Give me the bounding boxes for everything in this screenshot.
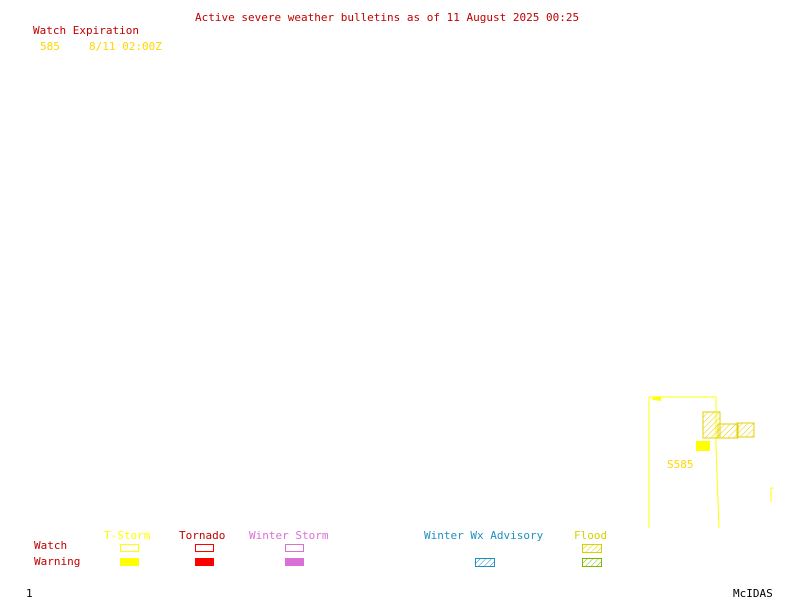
- mcidas-brand: McIDAS: [733, 587, 773, 600]
- legend-flood-label: Flood: [574, 529, 608, 542]
- watch-polygon-marker: [652, 396, 661, 401]
- legend-tstorm-warning-swatch: [120, 558, 139, 566]
- legend-winter-storm-watch-swatch: [285, 544, 304, 552]
- legend-winter-wx-advisory-label: Winter Wx Advisory: [424, 529, 544, 542]
- legend-row-watch: Watch: [34, 539, 68, 552]
- legend-winter-wx-advisory-warning-swatch: [475, 558, 495, 567]
- watch-expiration-header: Watch Expiration: [33, 24, 139, 37]
- watch-id-label: S585: [667, 458, 694, 471]
- legend-flood-watch-swatch: [582, 544, 602, 553]
- legend-tornado-watch-swatch: [195, 544, 214, 552]
- watch-polygon-outline: [648, 396, 720, 529]
- legend-flood-warning-swatch: [582, 558, 602, 567]
- legend-tornado-warning-swatch: [195, 558, 214, 566]
- tstorm-warning-area: [696, 441, 710, 451]
- watch-expiration-time: 8/11 02:00Z: [89, 40, 162, 53]
- legend-winter-storm-warning-swatch: [285, 558, 304, 566]
- legend-tstorm-label: T-Storm: [104, 529, 151, 542]
- frame-number: 1: [26, 587, 33, 600]
- watch-expiration-id: 585: [40, 40, 60, 53]
- flood-area-3: [736, 422, 755, 438]
- flood-area-1: [702, 411, 721, 439]
- legend-row-warning: Warning: [34, 555, 81, 568]
- edge-mark: [770, 487, 774, 502]
- legend-tornado-label: Tornado: [179, 529, 226, 542]
- flood-area-2: [717, 423, 739, 439]
- legend-tstorm-watch-swatch: [120, 544, 139, 552]
- bulletin-title: Active severe weather bulletins as of 11…: [195, 11, 580, 24]
- legend-winter-storm-label: Winter Storm: [249, 529, 329, 542]
